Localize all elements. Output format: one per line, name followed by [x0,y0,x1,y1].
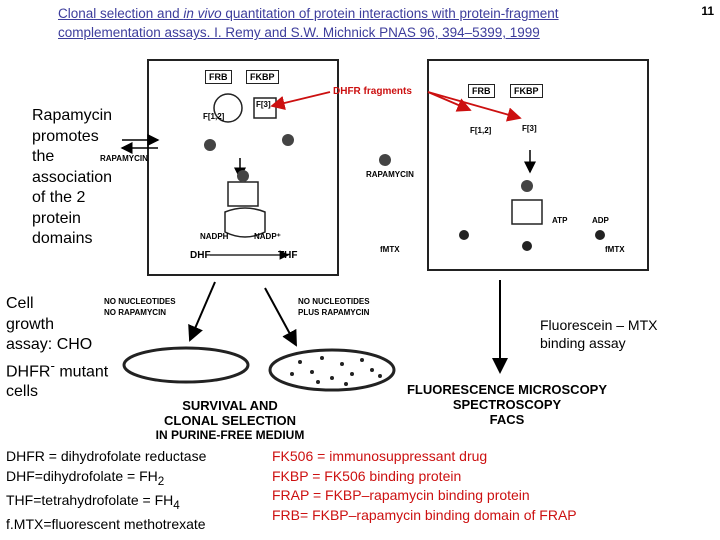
fragment-pointer [270,91,331,111]
frb-domain-shape [213,93,243,123]
complex-shape [511,199,543,225]
glossary-right: FK506 = immunosuppressant drug FKBP = FK… [272,447,577,525]
complex-shape [227,181,259,207]
glossary-item: DHF=dihydrofolate = FH2 [6,467,165,488]
reference-italic: in vivo [183,6,222,21]
empty-dish [122,346,250,384]
left-panel [147,59,339,276]
branch-arrow [188,281,216,342]
fluorescence-caption: FLUORESCENCE MICROSCOPY SPECTROSCOPY FAC… [406,382,608,427]
survival-caption: SURVIVAL AND CLONAL SELECTION IN PURINE-… [155,398,305,442]
f12-label: F[1,2] [470,126,492,135]
cell-growth-label: Cell growth assay: CHO DHFR- mutant cell… [6,295,109,401]
f12-label: F[1,2] [203,112,225,121]
complex-rapamycin [237,170,249,182]
f3-label: F[3] [522,124,537,133]
fluorescein-label: Fluorescein – MTX binding assay [540,317,658,351]
right-panel [427,59,649,271]
fmtx-bound [522,241,532,251]
complex-rapamycin [521,180,533,192]
glossary-item: f.MTX=fluorescent methotrexate [6,516,206,533]
reference-authors: complementation assays. I. Remy and S.W.… [58,25,540,40]
fmtx-molecule [595,230,605,240]
no-rapamycin-condition: NO NUCLEOTIDES NO RAPAMYCIN [104,297,176,317]
fragment-pointer [427,91,522,122]
fkbp-tag: FKBP [246,70,279,84]
dhf-label: DHF [190,250,211,261]
glossary-item: FKBP = FK506 binding protein [272,467,462,484]
paper-reference: Clonal selection and in vivo quantitatio… [58,4,668,42]
rapamycin-molecule [379,154,391,166]
thf-label: THF [278,250,298,261]
rapamycin-label: RAPAMYCIN [366,170,414,179]
rapamycin-molecule [282,134,294,146]
fragment-pointer [427,91,472,112]
nadph-label: NADPH [200,232,229,241]
glossary-item: FRB= FKBP–rapamycin binding domain of FR… [272,506,577,523]
atp-label: ATP [552,216,568,225]
fmtx-label: fMTX [380,245,400,254]
glossary-item: THF=tetrahydrofolate = FH4 [6,491,180,512]
fmtx-label: fMTX [605,245,625,254]
frb-tag: FRB [468,84,495,98]
adp-label: ADP [592,216,609,225]
rapamycin-label: RAPAMYCIN [100,154,148,163]
colony-dish [268,348,396,392]
frb-tag: FRB [205,70,232,84]
glossary-left: DHFR = dihydrofolate reductase DHF=dihyd… [6,447,206,535]
colonies [290,356,382,386]
rapamycin-molecule [204,139,216,151]
reference-text: Clonal selection and [58,6,184,21]
branch-arrow [264,287,297,347]
dhfr-reconstituted [224,207,266,238]
nadp-label: NADP⁺ [254,232,281,241]
rapamycin-promotes-label: Rapamycin promotes the association of th… [32,107,113,247]
glossary-item: FK506 = immunosuppressant drug [272,448,488,464]
f3-label: F[3] [256,100,271,109]
dhfr-fragments-label: DHFR fragments [333,86,412,97]
reference-text: quantitation of protein interactions wit… [221,6,559,21]
glossary-item: FRAP = FKBP–rapamycin binding protein [272,487,530,503]
plus-rapamycin-condition: NO NUCLEOTIDES PLUS RAPAMYCIN [298,297,370,317]
page-number: 11 [701,4,714,18]
fkbp-tag: FKBP [510,84,543,98]
glossary-item: DHFR = dihydrofolate reductase [6,448,207,464]
fmtx-molecule [459,230,469,240]
